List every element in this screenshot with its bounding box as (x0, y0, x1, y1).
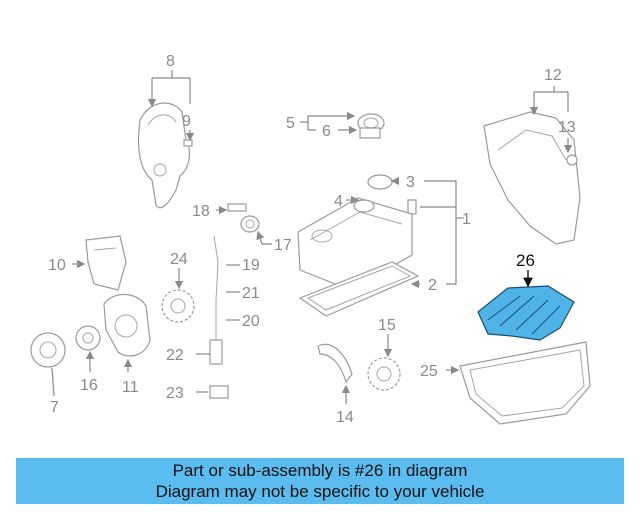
callout-7: 7 (50, 399, 59, 416)
callout-15: 15 (378, 317, 396, 334)
callout-labels: 1 2 3 4 5 6 7 8 9 10 11 12 13 14 15 16 1… (48, 53, 576, 426)
callout-25: 25 (420, 363, 438, 380)
bolt-9-part (183, 139, 193, 147)
banner-part-note: Part or sub-assembly is #26 in diagram (172, 461, 468, 480)
valve-cover-gasket-part (298, 261, 420, 317)
timing-cover-upper-part (137, 102, 190, 209)
callout-8: 8 (166, 53, 175, 70)
callout-12: 12 (544, 67, 562, 84)
callout-21: 21 (242, 285, 260, 302)
sensor-18-part (227, 203, 247, 212)
callout-9: 9 (182, 113, 191, 130)
callout-17: 17 (274, 237, 292, 254)
banner-disclaimer: Diagram may not be specific to your vehi… (155, 482, 485, 501)
pulley-7-part (30, 332, 66, 368)
cover-11-part (103, 293, 151, 357)
callout-16: 16 (80, 377, 98, 394)
gasket-ring-part (367, 174, 393, 190)
callout-3: 3 (406, 174, 415, 191)
chain-guide-14-part (317, 343, 353, 384)
sprocket-24-part (161, 289, 195, 323)
leader-lines (51, 70, 568, 404)
oil-cap-part (357, 113, 385, 139)
callout-6: 6 (322, 123, 331, 140)
callout-14: 14 (336, 409, 354, 426)
timing-cover-rear-part (483, 111, 581, 245)
info-banner: Part or sub-assembly is #26 in diagram D… (16, 458, 624, 504)
oil-pump-rod-part (209, 235, 223, 365)
callout-24: 24 (170, 251, 188, 268)
callout-10: 10 (48, 257, 66, 274)
oil-pan-25-part (459, 341, 591, 425)
sprocket-16-part (75, 325, 101, 351)
callout-5: 5 (286, 115, 295, 132)
bolt-part (407, 199, 417, 215)
baffle-26-part (477, 285, 575, 341)
gear-15-part (367, 357, 401, 391)
callout-4: 4 (334, 193, 343, 210)
callout-13: 13 (558, 119, 576, 136)
callout-11: 11 (122, 379, 139, 396)
callout-2: 2 (428, 277, 437, 294)
callout-19: 19 (242, 257, 260, 274)
callout-18: 18 (192, 203, 210, 220)
callout-1: 1 (462, 211, 471, 228)
sensor-23-part (209, 385, 229, 399)
callout-23: 23 (166, 385, 184, 402)
callout-22: 22 (166, 347, 184, 364)
callout-26: 26 (516, 251, 535, 270)
callout-20: 20 (242, 313, 260, 330)
seal-17-part (240, 215, 260, 233)
cover-10-part (85, 235, 127, 291)
